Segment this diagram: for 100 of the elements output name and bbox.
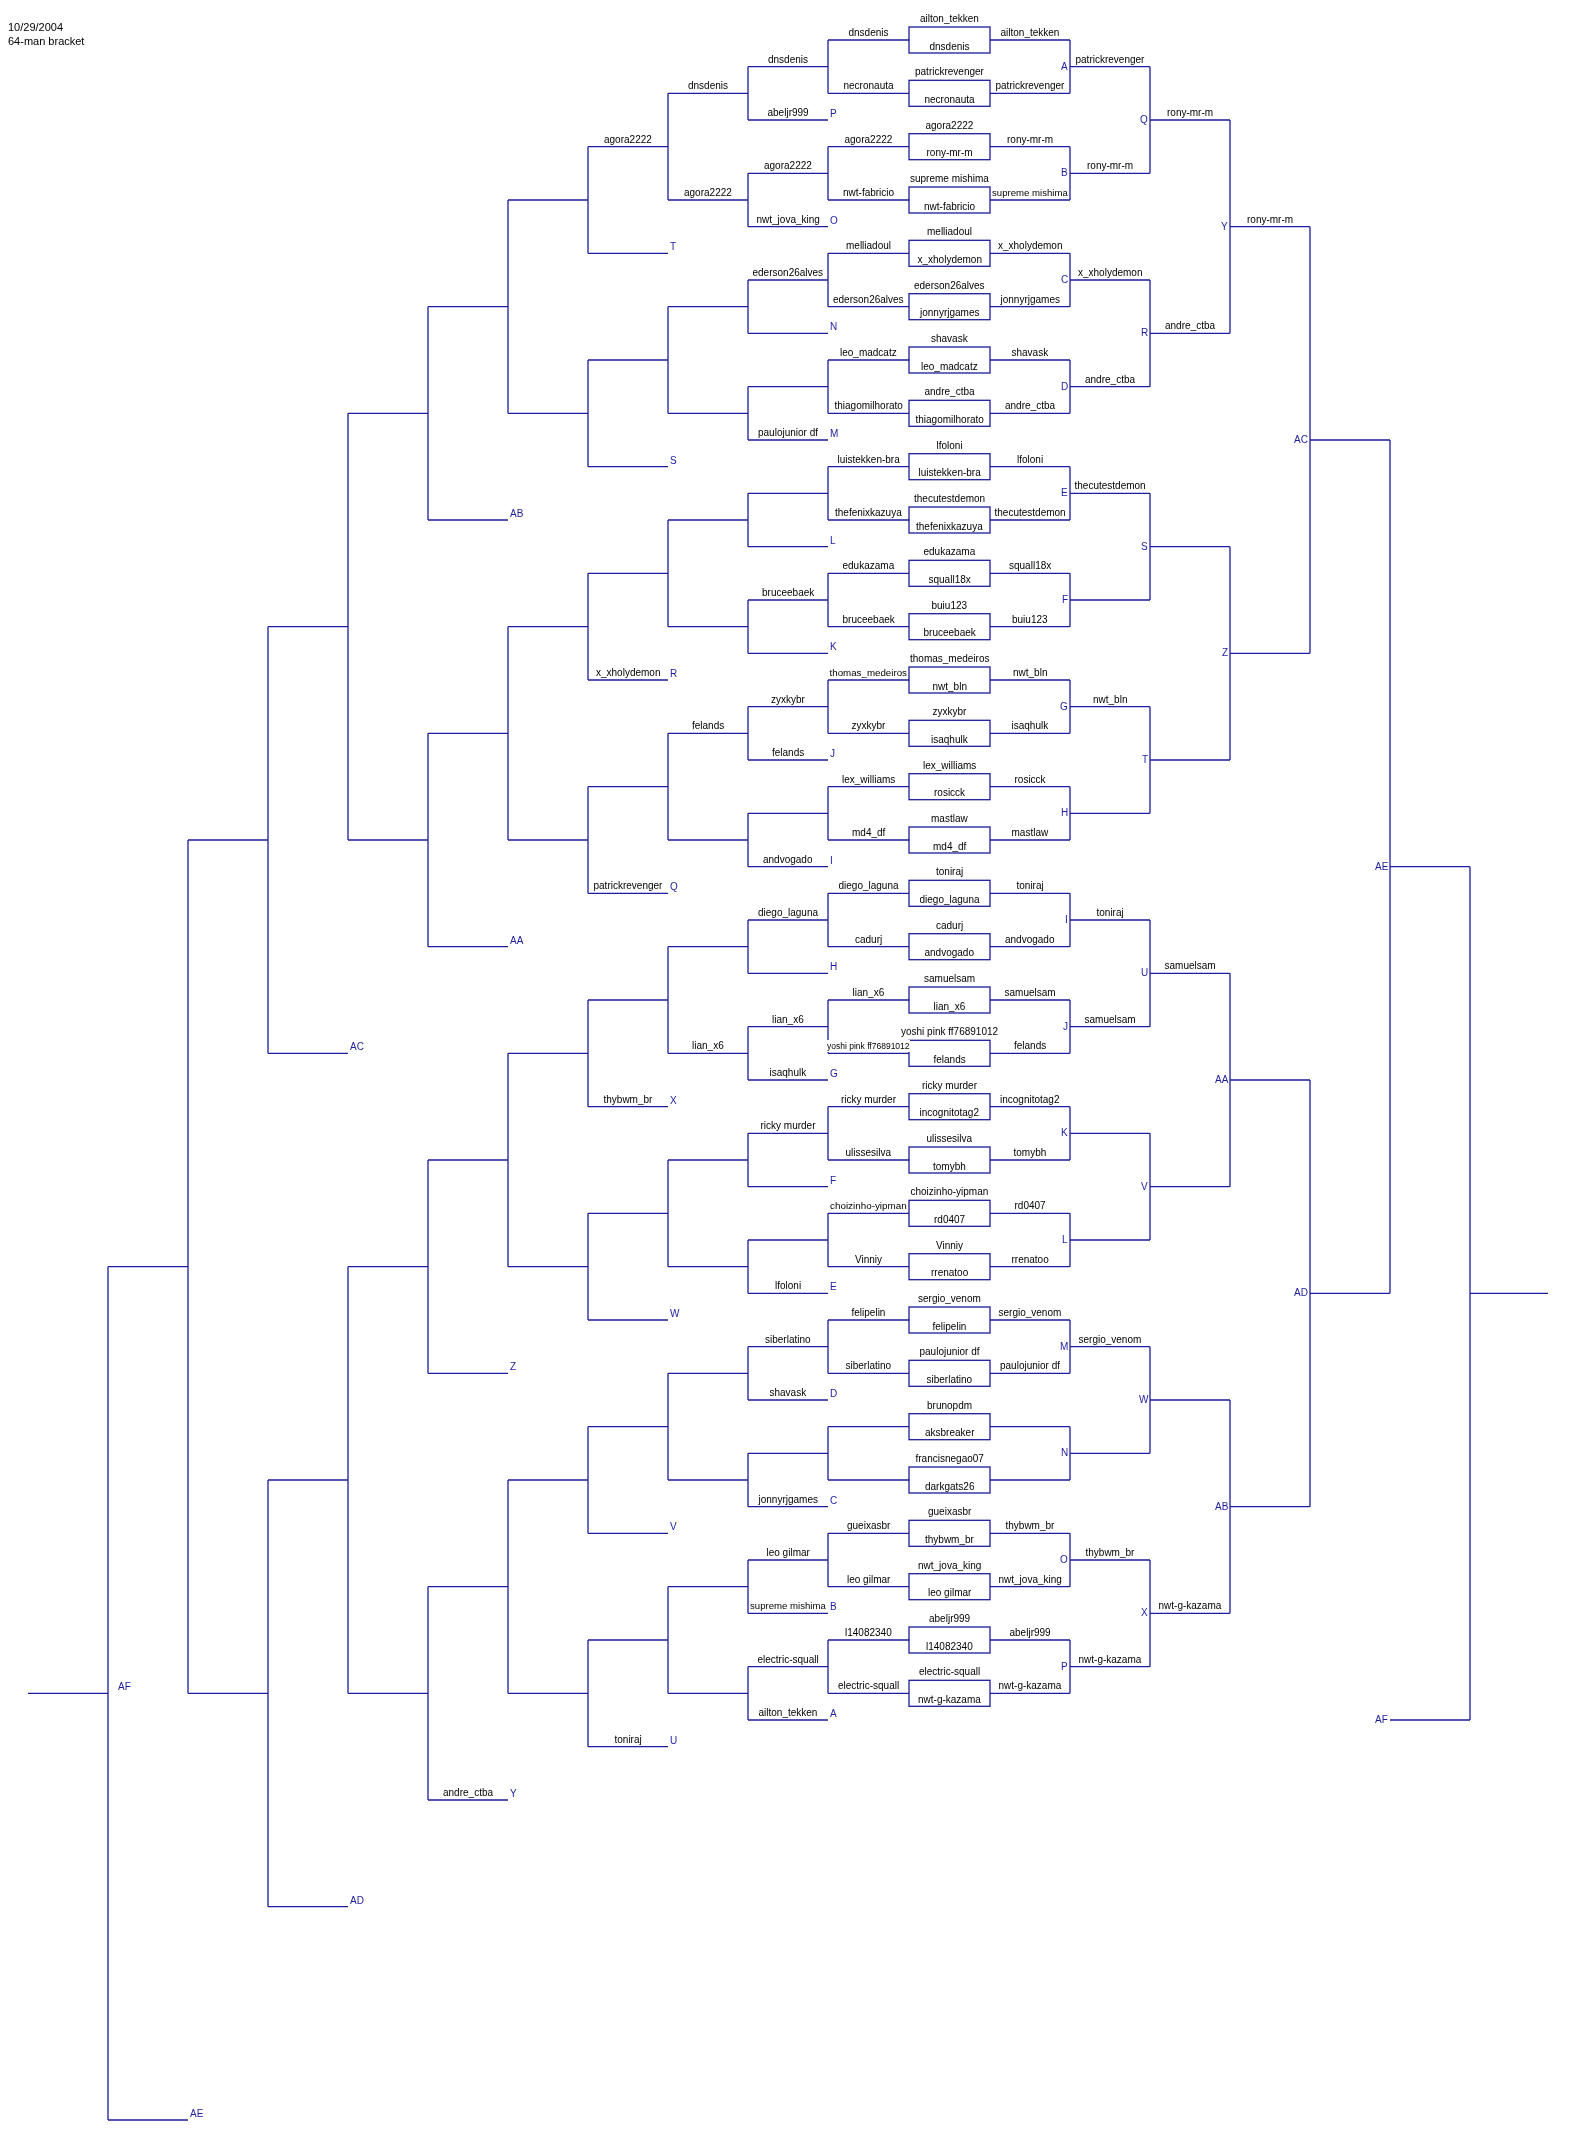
match-code: P [830, 108, 837, 120]
player-name: toniraj [1016, 880, 1044, 893]
player-name: thomas_medeiros [910, 653, 990, 665]
match-code: U [670, 1734, 678, 1747]
player-name: ederson26alves [833, 293, 904, 306]
player-name: ulissesilva [845, 1147, 892, 1159]
match-code: G [830, 1068, 838, 1080]
player-name: thecutestdemon [994, 507, 1066, 519]
player-name: nwt_bln [932, 680, 967, 693]
player-name: yoshi pink ff76891012 [827, 1040, 910, 1053]
match-code: AD [350, 1894, 364, 1907]
match-code: AF [1375, 1714, 1388, 1726]
player-name: dnsdenis [929, 40, 970, 53]
player-name: toniraj [614, 1733, 642, 1746]
player-name: andre_ctba [924, 386, 975, 399]
match-code: Y [1221, 220, 1228, 233]
player-name: patrickrevenger [593, 880, 663, 893]
player-name: mastlaw [931, 813, 968, 825]
match-code: Q [670, 881, 678, 894]
player-name: rony-mr-m [1167, 107, 1214, 119]
match-code: N [830, 321, 838, 334]
match-code: M [1060, 1340, 1069, 1353]
player-name: leo gilmar [766, 1547, 810, 1559]
player-name: supreme mishima [750, 1600, 826, 1613]
player-name: leo gilmar [847, 1573, 891, 1586]
player-name: nwt-g-kazama [918, 1693, 981, 1706]
player-name: paulojunior df [1000, 1360, 1061, 1373]
player-name: felands [772, 747, 805, 759]
match-code: U [1141, 967, 1149, 980]
player-name: md4_df [852, 827, 886, 839]
player-name: zyxkybr [771, 693, 805, 706]
player-name: necronauta [924, 93, 975, 106]
player-name: ricky murder [841, 1093, 896, 1106]
match-code: E [830, 1281, 837, 1294]
player-name: agora2222 [684, 187, 732, 199]
player-name: patrickrevenger [915, 66, 984, 79]
player-name: rony-mr-m [1007, 133, 1054, 146]
player-name: bruceebaek [923, 627, 976, 640]
player-name: isaqhulk [931, 733, 968, 746]
player-name: abeljr999 [929, 1613, 971, 1625]
player-name: melliadoul [846, 240, 892, 253]
match-code: N [1061, 1447, 1069, 1460]
player-name: agora2222 [925, 119, 974, 132]
match-code: K [1061, 1127, 1068, 1140]
match-code: V [670, 1521, 677, 1534]
player-name: ederson26alves [752, 267, 824, 279]
player-name: thefenixkazuya [916, 520, 983, 533]
player-name: abeljr999 [767, 107, 809, 119]
player-name: luistekken-bra [918, 467, 981, 480]
player-name: nwt-g-kazama [1078, 1653, 1142, 1666]
player-name: lex_williams [842, 773, 896, 786]
player-name: diego_laguna [919, 893, 980, 906]
player-name: sergio_venom [918, 1293, 981, 1305]
match-code: C [1061, 274, 1069, 286]
player-name: ailton_tekken [1000, 27, 1060, 39]
player-name: Vinniy [855, 1253, 883, 1266]
player-name: squall18x [928, 573, 971, 586]
player-name: felands [933, 1053, 966, 1066]
player-name: l14082340 [926, 1640, 973, 1653]
player-name: ulissesilva [926, 1133, 973, 1145]
player-name: felipelin [851, 1307, 886, 1319]
match-code: D [1061, 380, 1069, 393]
player-name: lfoloni [936, 439, 963, 452]
player-name: md4_df [933, 840, 967, 853]
match-code: F [1062, 594, 1069, 606]
match-code: AD [1294, 1287, 1308, 1300]
player-name: siberlatino [765, 1333, 811, 1346]
player-name: cadurj [855, 933, 883, 946]
match-code: AE [1375, 860, 1389, 873]
player-name: rosicck [1014, 773, 1046, 786]
match-code: AC [1294, 434, 1308, 446]
player-name: thiagomilhorato [834, 400, 903, 413]
player-name: gueixasbr [847, 1520, 891, 1533]
player-name: x_xholydemon [1078, 267, 1143, 279]
match-code: Y [510, 1788, 517, 1800]
player-name: supreme mishima [992, 187, 1068, 199]
player-name: melliadoul [927, 226, 973, 239]
player-name: nwt_bln [1093, 693, 1128, 706]
player-name: dnsdenis [688, 80, 729, 93]
player-name: aksbreaker [925, 1427, 975, 1440]
player-name: toniraj [936, 866, 964, 879]
match-code: AE [190, 2108, 204, 2120]
match-code: K [830, 641, 837, 654]
match-code: B [830, 1601, 837, 1614]
player-name: brunopdm [927, 1399, 973, 1412]
match-code: J [830, 748, 835, 760]
match-code: O [830, 214, 838, 227]
match-code: Z [1222, 647, 1229, 660]
match-code: E [1061, 487, 1068, 500]
player-name: bruceebaek [842, 613, 895, 626]
player-name: rosicck [934, 787, 966, 800]
player-name: rony-mr-m [926, 147, 973, 160]
player-name: thefenixkazuya [835, 507, 902, 519]
player-name: Vinniy [936, 1239, 964, 1252]
match-code: W [670, 1308, 680, 1320]
match-code: S [1141, 540, 1148, 553]
player-name: agora2222 [844, 133, 893, 146]
player-name: lian_x6 [692, 1040, 724, 1053]
player-name: isaqhulk [1011, 720, 1049, 733]
player-name: lfoloni [775, 1280, 802, 1293]
